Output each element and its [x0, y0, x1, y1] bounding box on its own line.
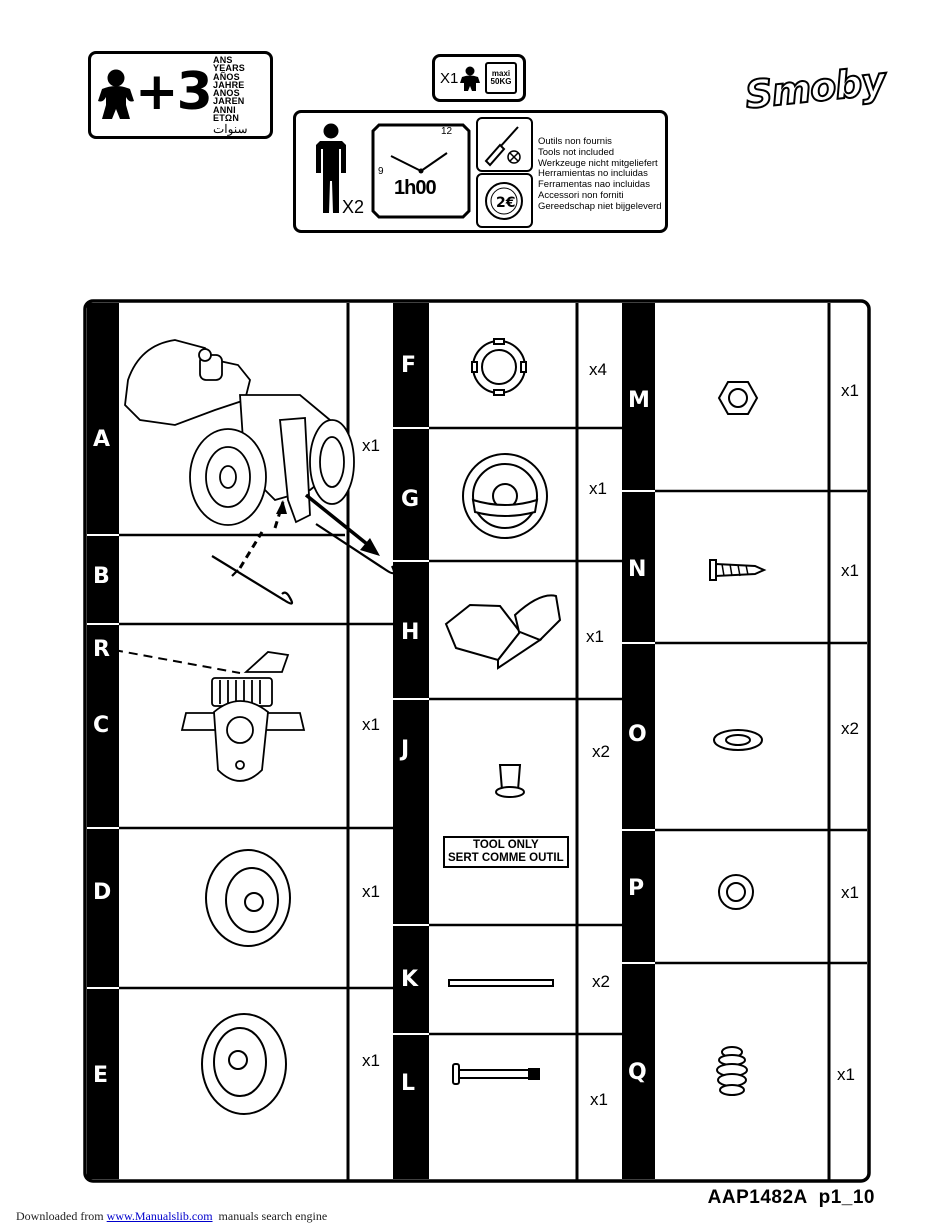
people-count: X2: [342, 197, 365, 217]
part-quantity: x1: [841, 381, 859, 400]
part-quantity: x2: [592, 972, 610, 991]
wheel-illustration: [201, 1013, 287, 1115]
part-letter: F: [401, 353, 417, 378]
part-quantity: x4: [589, 360, 607, 379]
part-letter: L: [401, 1071, 416, 1096]
axle-rod-illustration: [448, 979, 554, 987]
washer-illustration: [718, 874, 754, 910]
part-letter: C: [93, 713, 110, 738]
bolt-illustration: [495, 764, 525, 798]
part-letter: P: [628, 876, 645, 901]
part-letter: B: [93, 564, 110, 589]
part-letter: Q: [628, 1060, 647, 1085]
part-letter: A: [93, 427, 111, 452]
bumper-stopper-illustration: [716, 1046, 748, 1096]
part-letter: D: [93, 880, 112, 905]
svg-text:2€: 2€: [496, 195, 515, 211]
assembly-time-clock: 12 9 1h00: [371, 121, 471, 221]
assembly-time: 1h00: [394, 177, 437, 199]
tool-only-label: TOOL ONLY SERT COMME OUTIL: [443, 836, 569, 868]
part-letter: E: [93, 1063, 109, 1088]
clock-9: 9: [378, 166, 384, 177]
part-quantity: x1: [362, 1051, 380, 1070]
part-quantity: x1: [589, 479, 607, 498]
wheel-illustration: [205, 849, 291, 947]
document-code: AAP1482A p1_10: [707, 1187, 875, 1208]
source-line: Downloaded from www.Manualslib.com manua…: [16, 1209, 328, 1223]
assembly-info-box: X2 12 9 1h00 2€ Outils non fournis Tools…: [293, 110, 668, 233]
tractor-body-illustration: [124, 339, 355, 526]
part-letter: H: [401, 620, 420, 645]
part-quantity: x1: [841, 561, 859, 580]
part-quantity: x1: [841, 883, 859, 902]
part-quantity: x2: [592, 742, 610, 761]
clock-12: 12: [441, 126, 453, 137]
lock-washer-illustration: [713, 729, 763, 751]
child-icon: [98, 69, 134, 119]
rod-illustration: [211, 523, 396, 605]
part-letter: R: [93, 637, 110, 662]
part-letter: O: [628, 722, 647, 747]
ring-clip-illustration: [471, 338, 527, 396]
screwdriver-icon: [476, 117, 533, 172]
part-quantity: x1: [362, 436, 380, 455]
steering-wheel-illustration: [462, 453, 548, 539]
part-quantity: x1: [837, 1065, 855, 1084]
tools-not-included-text: Outils non fournis Tools not included We…: [538, 136, 662, 212]
part-quantity: x1: [362, 715, 380, 734]
age-label: +3: [135, 62, 213, 122]
coin-icon: 2€: [476, 173, 533, 228]
adult-required-badge: X1 maxi 50KG: [432, 54, 526, 102]
seat-assembly-illustration: [180, 651, 306, 782]
part-quantity: x1: [590, 1090, 608, 1109]
part-letter: J: [401, 737, 410, 762]
age-languages: ANS YEARS AÑOS JAHRE ANOS JAREN ANNI ETΩ…: [213, 55, 248, 137]
age-badge: +3 ANS YEARS AÑOS JAHRE ANOS JAREN ANNI …: [88, 51, 273, 139]
adult-figure-icon: [316, 123, 346, 213]
part-quantity: x2: [841, 719, 859, 738]
part-quantity: x1: [586, 627, 604, 646]
long-bolt-illustration: [452, 1063, 540, 1085]
part-letter: G: [401, 487, 420, 512]
part-letter: N: [628, 557, 647, 582]
hex-nut-illustration: [717, 381, 759, 415]
seat-illustration: [444, 594, 562, 670]
screw-illustration: [709, 559, 767, 581]
part-quantity: x1: [362, 882, 380, 901]
person-icon: [460, 66, 480, 91]
part-letter: M: [628, 388, 650, 413]
source-link[interactable]: www.Manualslib.com: [106, 1209, 213, 1223]
part-letter: K: [401, 967, 419, 992]
max-weight-icon: maxi 50KG: [485, 62, 517, 94]
adult-count: X1: [440, 70, 459, 87]
